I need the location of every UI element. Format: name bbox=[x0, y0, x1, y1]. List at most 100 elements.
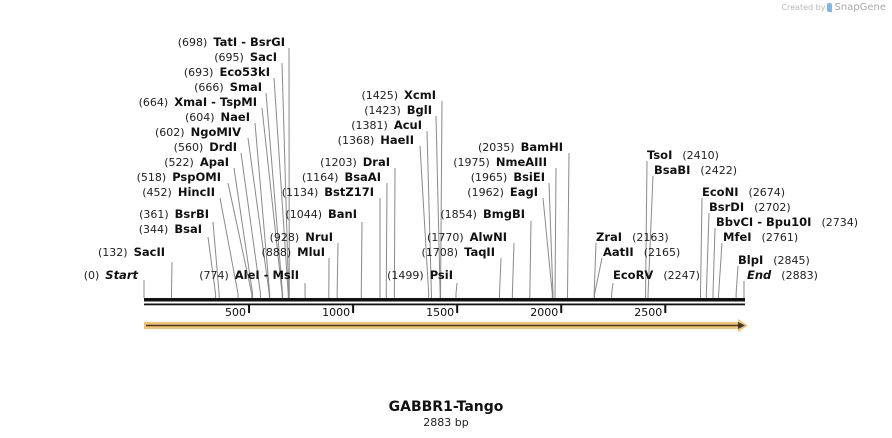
cut-site-aatii[interactable]: AatII (2165) bbox=[603, 245, 680, 259]
cut-site-line bbox=[645, 160, 648, 298]
cut-site-bani[interactable]: BanI(1044) bbox=[285, 207, 357, 221]
cut-site-xcmi[interactable]: XcmI (1425) bbox=[361, 88, 436, 102]
enzyme-name: AlwNI bbox=[470, 230, 507, 244]
cut-site-alwni[interactable]: AlwNI (1770) bbox=[427, 230, 507, 244]
construct-length: 2883 bp bbox=[423, 416, 469, 429]
cut-site-line bbox=[426, 130, 432, 298]
cut-site-line bbox=[705, 212, 710, 298]
credit-brand: SnapGene bbox=[834, 2, 886, 13]
enzyme-name: BamHI bbox=[521, 140, 563, 154]
cut-site-smai[interactable]: SmaI(666) bbox=[194, 80, 262, 94]
cut-position: (1425) bbox=[361, 89, 398, 102]
cut-site-line bbox=[554, 167, 557, 298]
cut-site-pspomi[interactable]: PspOMI(518) bbox=[137, 170, 221, 184]
cut-position: (452) bbox=[142, 186, 172, 199]
cut-site-bsrdi[interactable]: BsrDI (2702) bbox=[709, 200, 791, 214]
cut-position: (518) bbox=[137, 171, 167, 184]
cut-site-ecorv[interactable]: EcoRV(2247) bbox=[613, 268, 700, 282]
cut-site-line bbox=[548, 182, 554, 298]
cut-site-line bbox=[212, 221, 220, 298]
enzyme-name: BmgBI bbox=[483, 207, 525, 221]
snapgene-credit: Created by SnapGene bbox=[781, 2, 886, 13]
cut-site-end[interactable]: End(2883) bbox=[747, 268, 818, 282]
cut-site-ngomiv[interactable]: NgoMIV(602) bbox=[155, 125, 241, 139]
cut-site-haeii[interactable]: HaeII(1368) bbox=[338, 133, 414, 147]
enzyme-name: BsiEI bbox=[513, 170, 545, 184]
cut-site-line bbox=[718, 242, 723, 298]
cut-site-bbvci[interactable]: BbvCI - Bpu10I(2734) bbox=[716, 215, 858, 229]
cut-site-bamhi[interactable]: BamHI(2035) bbox=[478, 140, 563, 154]
cut-site-apai[interactable]: ApaI(522) bbox=[164, 155, 229, 169]
cut-site-taqii[interactable]: TaqII(1708) bbox=[422, 245, 496, 259]
cut-position: (695) bbox=[214, 51, 244, 64]
cut-site-mfei[interactable]: MfeI(2761) bbox=[723, 230, 798, 244]
cut-site-tati[interactable]: TatI - BsrGI(698) bbox=[178, 35, 285, 49]
cut-site-eco53ki[interactable]: Eco53kI(693) bbox=[184, 65, 270, 79]
enzyme-name: BsaAI bbox=[344, 170, 381, 184]
cut-site-bmgbi[interactable]: BmgBI(1854) bbox=[440, 207, 525, 221]
enzyme-name: XcmI bbox=[404, 88, 436, 102]
enzyme-name: SacII bbox=[134, 245, 165, 259]
cut-site-line bbox=[498, 257, 502, 298]
cut-site-line bbox=[233, 167, 254, 298]
cut-site-saci[interactable]: SacI(695) bbox=[214, 50, 277, 64]
enzyme-name: AcuI bbox=[394, 118, 422, 132]
cut-site-nmeaiii[interactable]: NmeAIII(1975) bbox=[453, 155, 547, 169]
scale-tick bbox=[560, 305, 563, 313]
cut-site-drdi[interactable]: DrdI (560) bbox=[174, 140, 237, 154]
cut-position: (1770) bbox=[427, 231, 464, 244]
cut-site-line bbox=[611, 282, 614, 298]
cut-site-start[interactable]: Start(0) bbox=[84, 268, 139, 282]
cut-site-drai[interactable]: DraI(1203) bbox=[320, 155, 390, 169]
cut-site-bstz17i[interactable]: BstZ17I(1134) bbox=[282, 185, 374, 199]
cut-site-line bbox=[440, 100, 443, 298]
construct-name: GABBR1-Tango bbox=[388, 399, 504, 415]
cut-site-bsai[interactable]: BsaI(344) bbox=[139, 222, 202, 236]
cut-site-line bbox=[254, 122, 271, 298]
cut-site-bsabi[interactable]: BsaBI(2422) bbox=[654, 163, 737, 177]
cut-position: (2163) bbox=[632, 231, 669, 244]
cut-site-psii[interactable]: PsiI(1499) bbox=[387, 268, 453, 282]
enzyme-name: BsrDI bbox=[709, 200, 744, 214]
cut-site-bsaai[interactable]: BsaAI(1164) bbox=[302, 170, 381, 184]
cut-site-xmai[interactable]: XmaI - TspMI(664) bbox=[139, 95, 257, 109]
cut-site-alei[interactable]: AleI - MslI(774) bbox=[199, 268, 299, 282]
enzyme-name: AatII bbox=[603, 245, 634, 259]
cut-position: (2247) bbox=[663, 269, 700, 282]
enzyme-name: HincII bbox=[178, 185, 215, 199]
cut-position: (132) bbox=[98, 246, 128, 259]
cut-site-line bbox=[240, 152, 262, 298]
cut-position: (1368) bbox=[338, 134, 375, 147]
cut-site-sacii[interactable]: SacII (132) bbox=[98, 245, 165, 259]
cut-position: (2702) bbox=[754, 201, 791, 214]
cut-site-line bbox=[281, 62, 290, 298]
cut-site-eagi[interactable]: EagI(1962) bbox=[467, 185, 538, 199]
cut-site-bgli[interactable]: BglI(1423) bbox=[364, 103, 432, 117]
cut-site-bsrbi[interactable]: BsrBI(361) bbox=[139, 207, 209, 221]
cut-site-naei[interactable]: NaeI(604) bbox=[185, 110, 250, 124]
feature-arrow[interactable] bbox=[144, 319, 748, 332]
enzyme-name: DrdI bbox=[209, 140, 237, 154]
cut-site-econi[interactable]: EcoNI(2674) bbox=[702, 185, 785, 199]
cut-site-tsoi[interactable]: TsoI(2410) bbox=[647, 148, 719, 162]
cut-site-line bbox=[385, 182, 388, 298]
enzyme-name: ZraI bbox=[596, 230, 622, 244]
cut-site-mlui[interactable]: MluI(888) bbox=[262, 245, 325, 259]
cut-position: (522) bbox=[164, 156, 194, 169]
scale-tick bbox=[352, 305, 355, 313]
enzyme-name: MfeI bbox=[723, 230, 752, 244]
cut-site-hincii[interactable]: HincII (452) bbox=[142, 185, 215, 199]
cut-site-line bbox=[265, 92, 284, 298]
snapgene-logo-icon bbox=[827, 3, 833, 12]
cut-site-acui[interactable]: AcuI(1381) bbox=[351, 118, 422, 132]
cut-position: (2165) bbox=[644, 246, 681, 259]
cut-site-blpi[interactable]: BlpI(2845) bbox=[738, 253, 810, 267]
cut-site-zrai[interactable]: ZraI (2163) bbox=[596, 230, 669, 244]
cut-position: (560) bbox=[174, 141, 204, 154]
cut-site-line bbox=[360, 221, 363, 298]
cut-site-nrui[interactable]: NruI(928) bbox=[270, 230, 333, 244]
cut-site-bsiei[interactable]: BsiEI(1965) bbox=[471, 170, 545, 184]
cut-site-line bbox=[700, 197, 703, 298]
